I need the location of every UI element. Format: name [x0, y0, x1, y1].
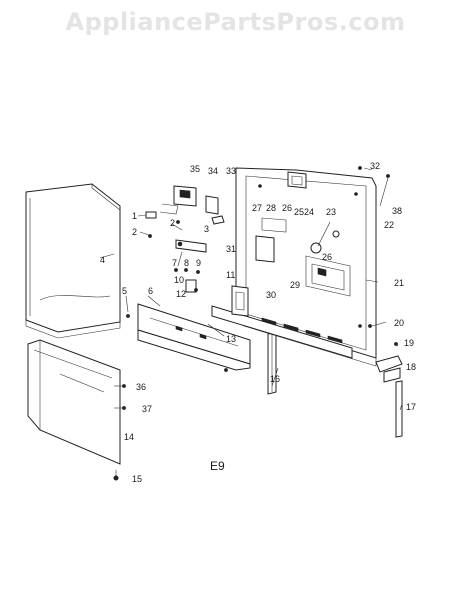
- callout-36: 36: [136, 382, 146, 392]
- callout-1: 1: [132, 211, 137, 221]
- linkage-31: [175, 239, 207, 253]
- callout-10: 10: [174, 275, 184, 285]
- switch-assembly: [159, 185, 197, 215]
- callout-35: 35: [190, 164, 200, 174]
- callout-6: 6: [148, 286, 153, 296]
- latch-bracket: [231, 285, 249, 317]
- callout-26-b: 26: [322, 252, 332, 262]
- callout-18: 18: [406, 362, 416, 372]
- callout-29: 29: [290, 280, 300, 290]
- callout-34: 34: [208, 166, 218, 176]
- watermark: AppliancePartsPros.com: [65, 8, 406, 36]
- outer-door-panel: [25, 183, 121, 339]
- callout-30: 30: [266, 290, 276, 300]
- callout-14: 14: [124, 432, 134, 442]
- callout-23: 23: [326, 207, 336, 217]
- callout-labels: 1 2 2 3 4 5 6 7 8 9 10 11 12 13 14 15 16…: [100, 161, 416, 484]
- callout-13: 13: [226, 334, 236, 344]
- vent-strip: [211, 305, 353, 359]
- callout-19: 19: [404, 338, 414, 348]
- hinge-right: [375, 355, 403, 383]
- lower-front-panel: [27, 339, 121, 465]
- callout-17: 17: [406, 402, 416, 412]
- callout-31: 31: [226, 244, 236, 254]
- callout-12: 12: [176, 289, 186, 299]
- inner-door-liner: [235, 167, 377, 367]
- inner-panel: [137, 303, 251, 371]
- callout-16: 16: [270, 374, 280, 384]
- bracket-16: [267, 331, 277, 395]
- callout-2-a: 2: [132, 227, 137, 237]
- callout-26-a: 26: [282, 203, 292, 213]
- callout-33: 33: [226, 166, 236, 176]
- callout-32: 32: [370, 161, 380, 171]
- callout-38: 38: [392, 206, 402, 216]
- callout-37: 37: [142, 404, 152, 414]
- callout-28: 28: [266, 203, 276, 213]
- callout-15: 15: [132, 474, 142, 484]
- callout-2-b: 2: [170, 218, 175, 228]
- callout-4: 4: [100, 255, 105, 265]
- bracket-34: [205, 195, 219, 215]
- callout-7: 7: [172, 258, 177, 268]
- callout-3: 3: [204, 224, 209, 234]
- callout-24: 24: [304, 207, 314, 217]
- small-fasteners: [113, 166, 398, 481]
- callout-9: 9: [196, 258, 201, 268]
- rod-17: [395, 380, 403, 438]
- leader-lines: [99, 167, 403, 476]
- callout-22: 22: [384, 220, 394, 230]
- callout-21: 21: [394, 278, 404, 288]
- figure-label: E9: [210, 459, 225, 473]
- callout-11: 11: [226, 270, 235, 280]
- callout-27: 27: [252, 203, 262, 213]
- callout-25: 25: [294, 207, 304, 217]
- callout-5: 5: [122, 286, 127, 296]
- callout-20: 20: [394, 318, 404, 328]
- callout-8: 8: [184, 258, 189, 268]
